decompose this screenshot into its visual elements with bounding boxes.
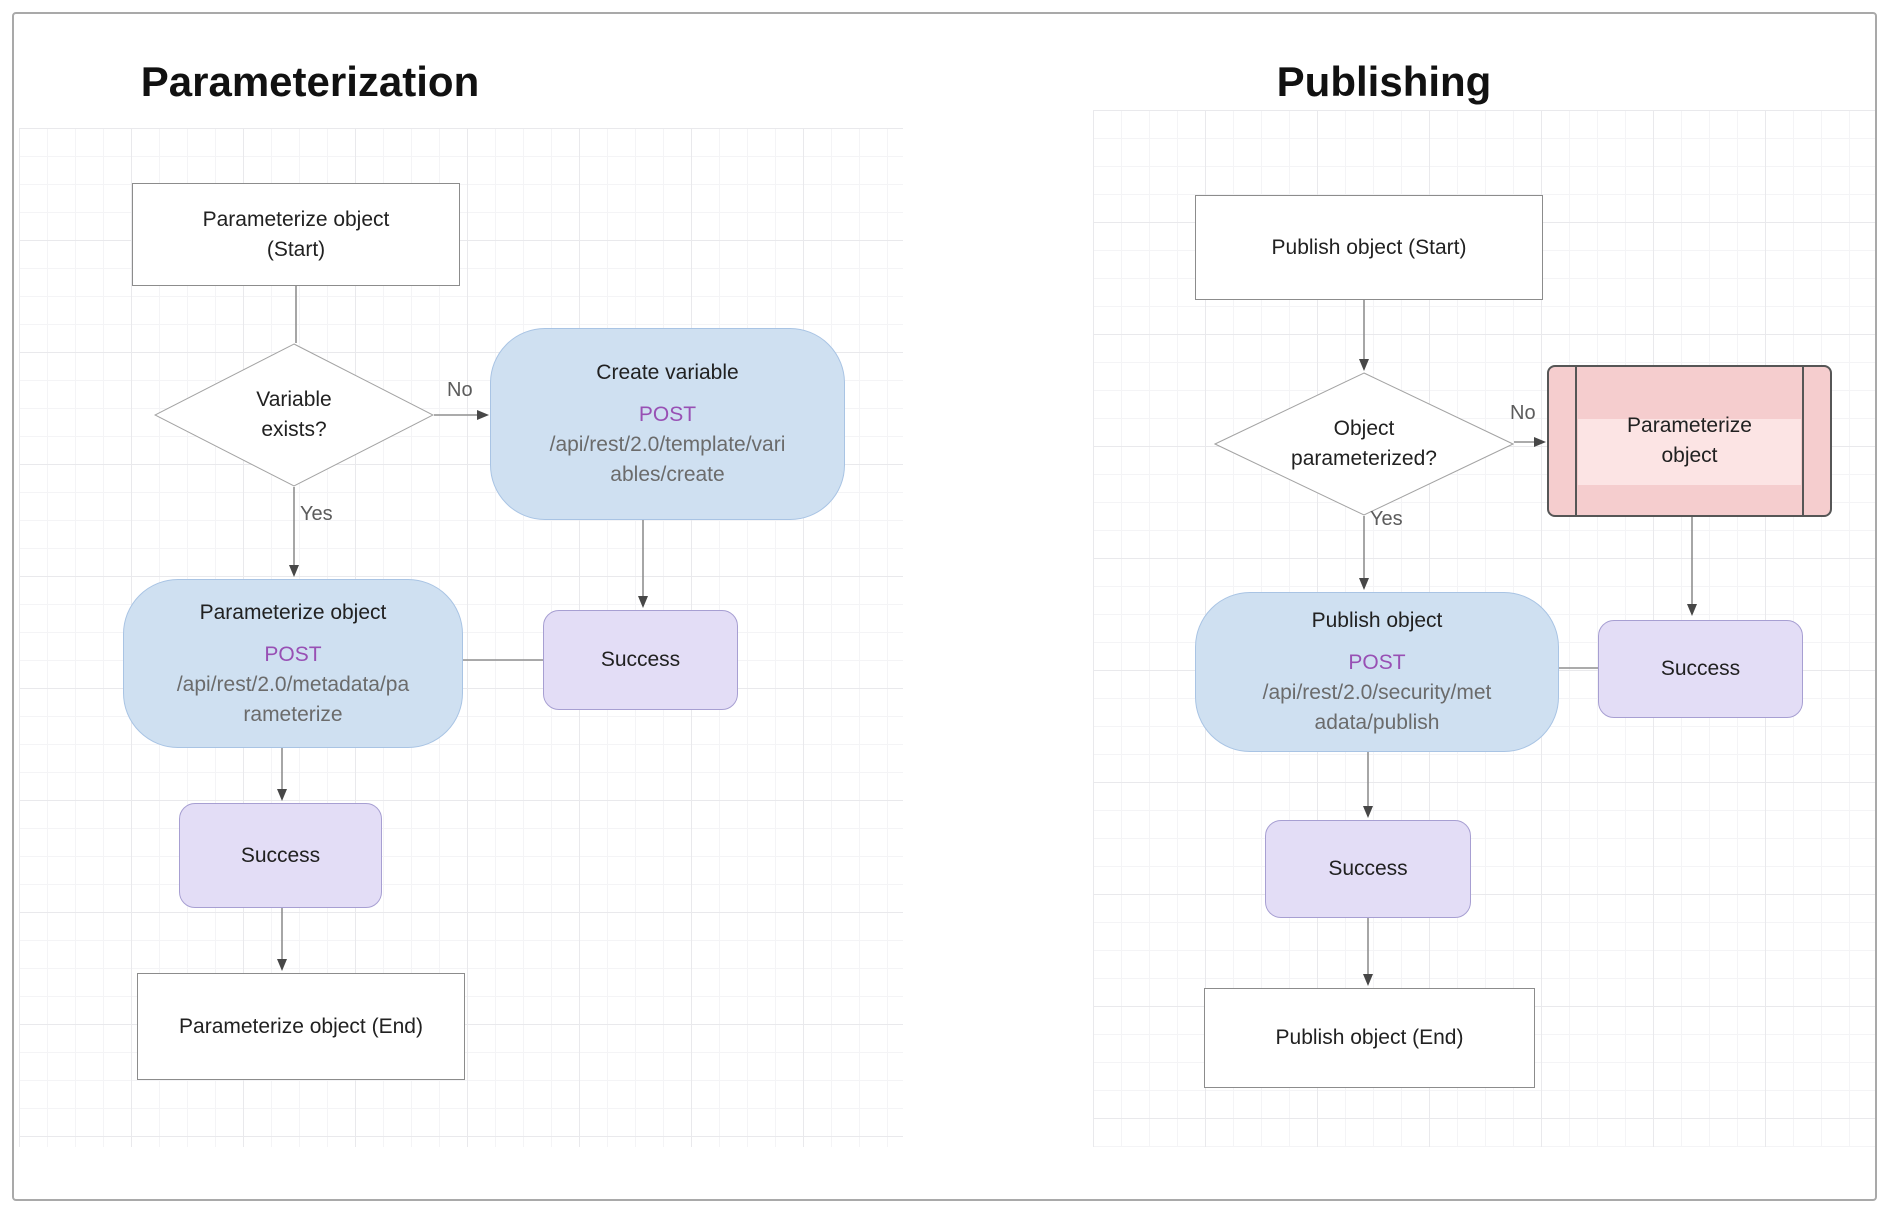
yes-edge-label: Yes [1370,508,1403,530]
subroutine-inner-band [1578,419,1801,485]
subroutine-left-bar [1575,367,1577,515]
subroutine-line2: object [1661,444,1718,467]
start-node-line2: (Start) [266,237,326,261]
variable-exists-decision: Variable exists? [154,343,434,487]
publishing-title: Publishing [1276,58,1492,105]
success-label: Success [1660,657,1741,680]
decision-diamond-shape [154,343,434,487]
http-method: POST [638,403,697,426]
publish-object-process: Publish object POST /api/rest/2.0/securi… [1195,592,1559,752]
http-method: POST [264,642,322,666]
api-path-line2: rameterize [243,702,343,726]
success-node-right: Success [1598,620,1803,718]
success-label: Success [600,648,681,671]
no-edge-label: No [1510,402,1536,424]
success-node-bottom: Success [179,803,382,908]
start-node-label: Publish object (Start) [1271,235,1467,259]
api-path-line1: /api/rest/2.0/metadata/pa [176,672,410,696]
api-path-line2: ables/create [610,463,725,486]
publish-end-node: Publish object (End) [1204,988,1535,1088]
success-label: Success [240,843,321,867]
decision-diamond-shape [1214,372,1514,516]
process-title: Parameterize object [199,600,387,624]
yes-edge-label: Yes [300,503,333,525]
parameterize-object-process: Parameterize object POST /api/rest/2.0/m… [123,579,463,748]
publish-start-node: Publish object (Start) [1195,195,1543,300]
success-label: Success [1328,857,1408,880]
object-parameterized-decision: Object parameterized? [1214,372,1514,516]
subroutine-line1: Parameterize [1627,414,1752,437]
end-node-label: Parameterize object (End) [179,1014,423,1038]
decision-line2: exists? [261,418,327,441]
parameterize-end-node: Parameterize object (End) [137,973,465,1080]
parameterize-object-subroutine: Parameterize object [1547,365,1832,517]
api-path-line2: adata/publish [1314,711,1440,734]
start-node-line1: Parameterize object [202,207,390,231]
api-path-line1: /api/rest/2.0/security/met [1262,681,1492,704]
subroutine-right-bar [1802,367,1804,515]
parameterize-start-node: Parameterize object (Start) [132,183,460,286]
parameterization-title: Parameterization [140,58,480,105]
end-node-label: Publish object (End) [1275,1026,1464,1049]
decision-line1: Variable [256,388,332,411]
process-title: Create variable [596,361,739,384]
create-variable-process: Create variable POST /api/rest/2.0/templ… [490,328,845,520]
decision-line1: Object [1333,417,1395,440]
api-path-line1: /api/rest/2.0/template/vari [549,433,786,456]
success-node-right: Success [543,610,738,710]
success-node-bottom: Success [1265,820,1471,918]
http-method: POST [1348,651,1406,674]
no-edge-label: No [447,379,473,401]
process-title: Publish object [1311,609,1443,632]
decision-line2: parameterized? [1291,447,1437,470]
